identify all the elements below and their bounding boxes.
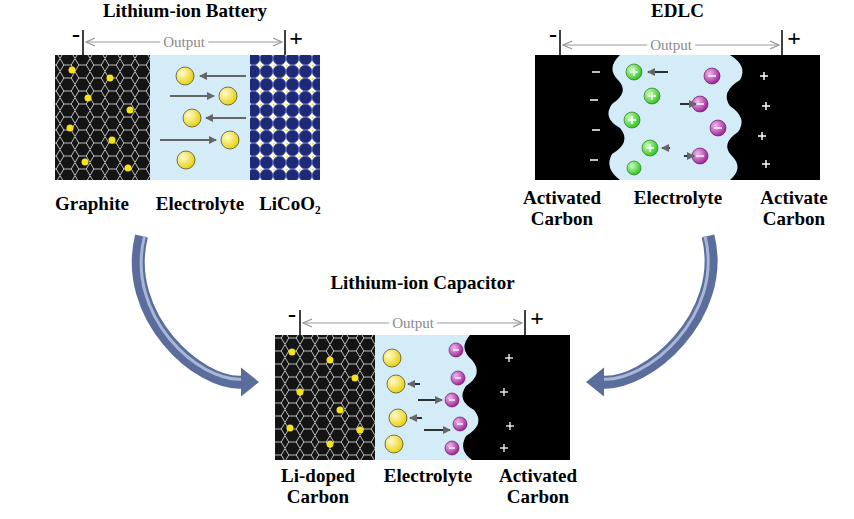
arrow-head [241, 368, 259, 397]
terminal-sign: - [72, 22, 80, 46]
output-label: Output [160, 34, 208, 51]
arrow-shaft [138, 236, 243, 382]
output-label: Output [647, 37, 695, 54]
curved-arrow [586, 236, 711, 396]
terminal-sign: - [288, 302, 296, 326]
output-label: Output [389, 315, 437, 332]
terminal-sign: + [787, 26, 801, 50]
arrow-shaft [602, 236, 711, 382]
part-label: Electrolyte [156, 194, 244, 215]
part-label: Activated Carbon [483, 466, 593, 508]
part-label: Electrolyte [384, 466, 472, 487]
part-label: LiCoO₂ [259, 194, 321, 215]
terminal-sign: - [549, 22, 557, 46]
panel-title: Lithium-ion Battery [40, 0, 330, 22]
terminal-sign: + [530, 306, 544, 330]
part-label: Li-doped Carbon [268, 466, 368, 508]
part-label: Electrolyte [634, 188, 722, 209]
edlc-cell [535, 30, 820, 180]
terminal-sign: + [289, 26, 303, 50]
curved-arrow [138, 236, 259, 396]
part-label: Graphite [55, 194, 129, 215]
panel-title: EDLC [525, 0, 830, 22]
part-label: Activated Carbon [507, 188, 617, 230]
part-label: Activate Carbon [744, 188, 844, 230]
battery-cell [55, 30, 320, 180]
arrow-head [586, 368, 604, 397]
arrow-highlight [141, 236, 243, 379]
panel-title: Lithium-ion Capacitor [265, 272, 580, 294]
lic-cell [275, 310, 570, 460]
arrow-highlight [602, 236, 708, 379]
